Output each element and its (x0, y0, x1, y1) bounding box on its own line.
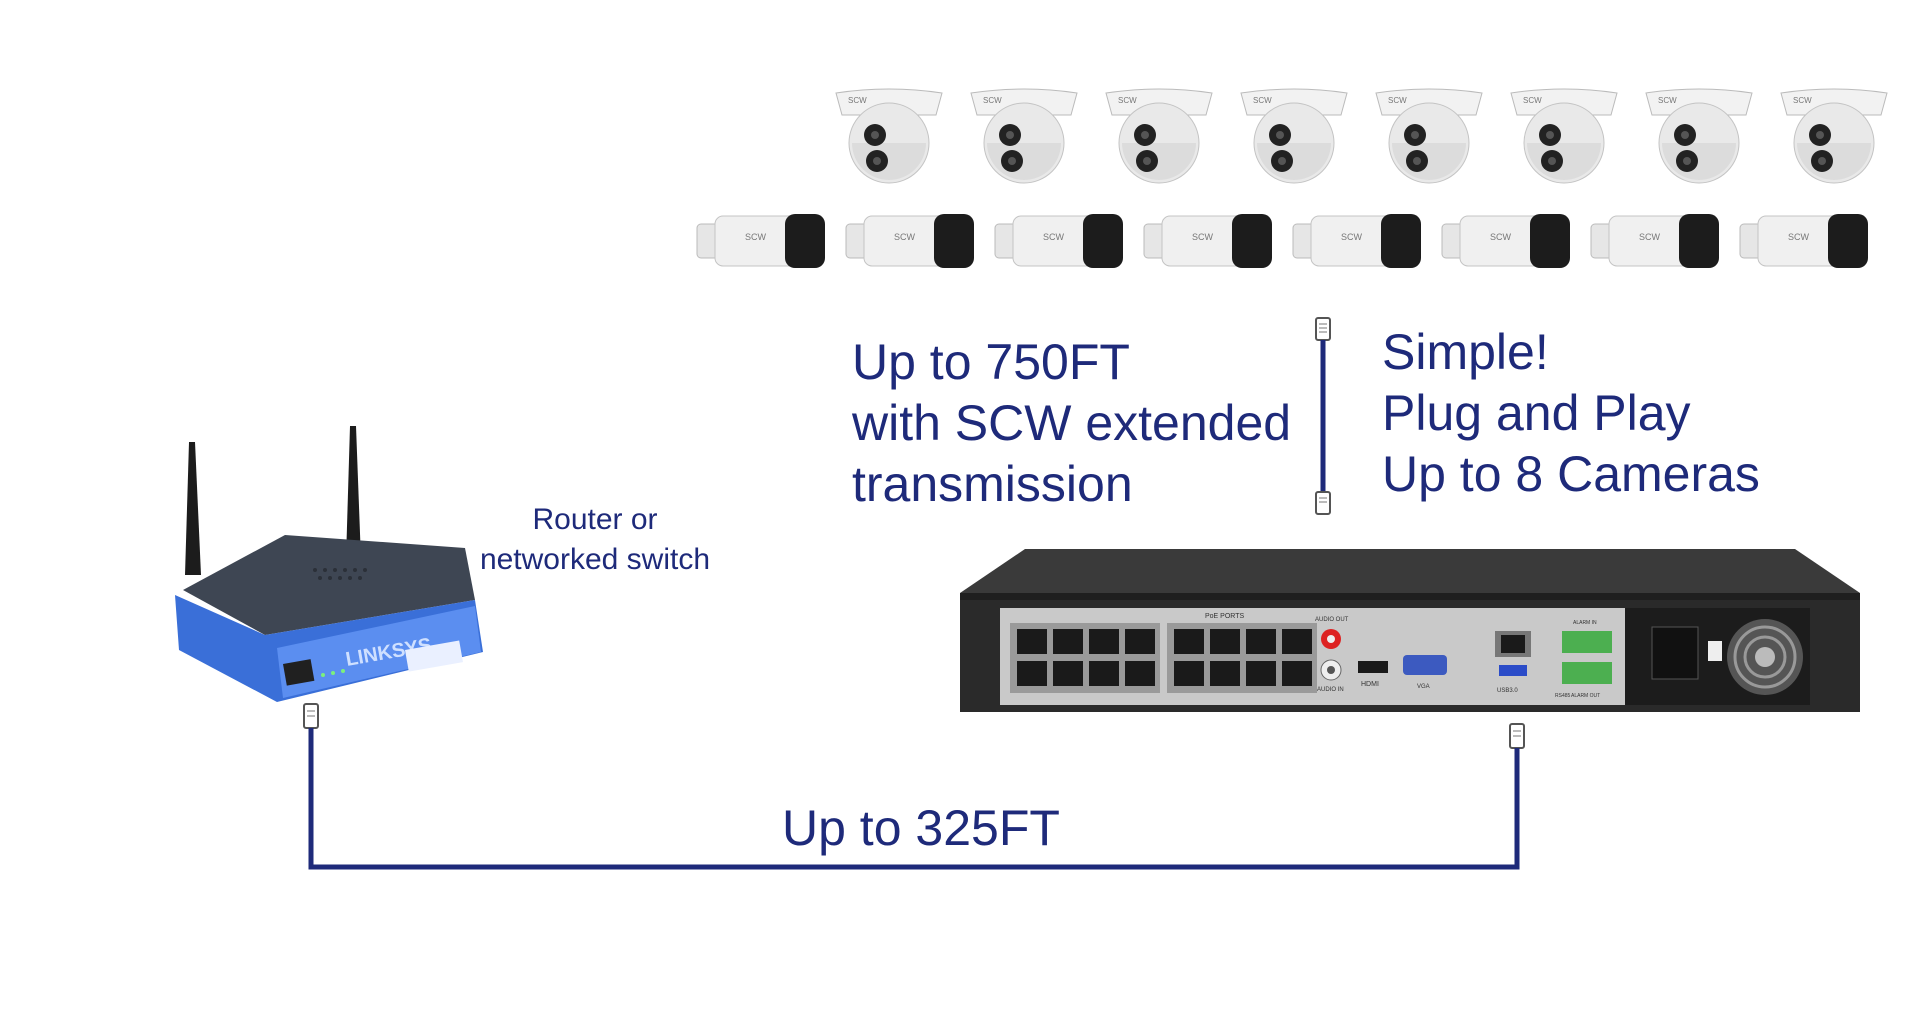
svg-text:SCW: SCW (848, 96, 867, 105)
hdmi-label: HDMI (1361, 681, 1379, 688)
svg-text:SCW: SCW (1388, 96, 1407, 105)
svg-text:SCW: SCW (745, 232, 767, 242)
bullet-camera-icon: SCW (844, 210, 976, 272)
router-nvr-cable (303, 703, 1525, 870)
alarm-out-label: ALARM OUT (1571, 693, 1600, 699)
svg-text:SCW: SCW (1523, 96, 1542, 105)
bullet-camera-icon: SCW (993, 210, 1125, 272)
dome-camera-icon: SCW (1505, 85, 1623, 187)
router-label: Router or networked switch (479, 503, 711, 576)
bullet-camera-icon: SCW (1142, 210, 1274, 272)
features-line-2: Plug and Play (1382, 385, 1691, 441)
poe-ports-label: PoE PORTS (1205, 613, 1244, 620)
bullet-camera-icon: SCW (695, 210, 827, 272)
dome-camera-icon: SCW (1370, 85, 1488, 187)
svg-text:SCW: SCW (1192, 232, 1214, 242)
camera-cable (1315, 317, 1331, 515)
dome-camera-icon: SCW (1235, 85, 1353, 187)
svg-text:SCW: SCW (1490, 232, 1512, 242)
dome-camera-icon: SCW (830, 85, 948, 187)
usb-label: USB3.0 (1497, 688, 1518, 694)
features-line-3: Up to 8 Cameras (1382, 446, 1760, 502)
dome-camera-icon: SCW (965, 85, 1083, 187)
svg-text:SCW: SCW (1639, 232, 1661, 242)
bullet-camera-icon: SCW (1738, 210, 1870, 272)
bullet-camera-icon: SCW (1291, 210, 1423, 272)
features-line-1: Simple! (1382, 324, 1549, 380)
nvr-recorder-icon: PoE PORTS AUDIO OUT AUDIO IN HDMI VGA US… (960, 549, 1860, 712)
router-icon: LINKSYS (175, 426, 483, 702)
bullet-camera-row: SCW SCW SCW SCW SCW SCW SCW SCW (695, 210, 1887, 272)
svg-text:SCW: SCW (1253, 96, 1272, 105)
svg-text:SCW: SCW (1793, 96, 1812, 105)
svg-text:SCW: SCW (983, 96, 1002, 105)
dome-camera-icon: SCW (1100, 85, 1218, 187)
camera-distance-line-3: transmission (852, 456, 1133, 512)
audio-in-label: AUDIO IN (1317, 687, 1344, 693)
rs485-label: RS485 (1555, 693, 1571, 699)
dome-camera-icon: SCW (1775, 85, 1893, 187)
vga-label: VGA (1417, 684, 1430, 690)
camera-distance-line-2: with SCW extended (852, 395, 1292, 451)
svg-text:SCW: SCW (1658, 96, 1677, 105)
svg-text:SCW: SCW (894, 232, 916, 242)
bullet-camera-icon: SCW (1589, 210, 1721, 272)
camera-distance-text: Up to 750FT with SCW extended transmissi… (852, 332, 1312, 515)
svg-text:SCW: SCW (1118, 96, 1137, 105)
features-text: Simple! Plug and Play Up to 8 Cameras (1382, 322, 1822, 505)
alarm-in-label: ALARM IN (1573, 620, 1597, 626)
svg-text:SCW: SCW (1341, 232, 1363, 242)
dome-camera-row: SCW SCW SCW SCW SCW SCW (830, 85, 1910, 187)
svg-text:SCW: SCW (1788, 232, 1810, 242)
router-distance-text: Up to 325FT (782, 800, 1060, 856)
camera-distance-line-1: Up to 750FT (852, 334, 1130, 390)
bullet-camera-icon: SCW (1440, 210, 1572, 272)
dome-camera-icon: SCW (1640, 85, 1758, 187)
svg-text:SCW: SCW (1043, 232, 1065, 242)
audio-out-label: AUDIO OUT (1315, 617, 1349, 623)
